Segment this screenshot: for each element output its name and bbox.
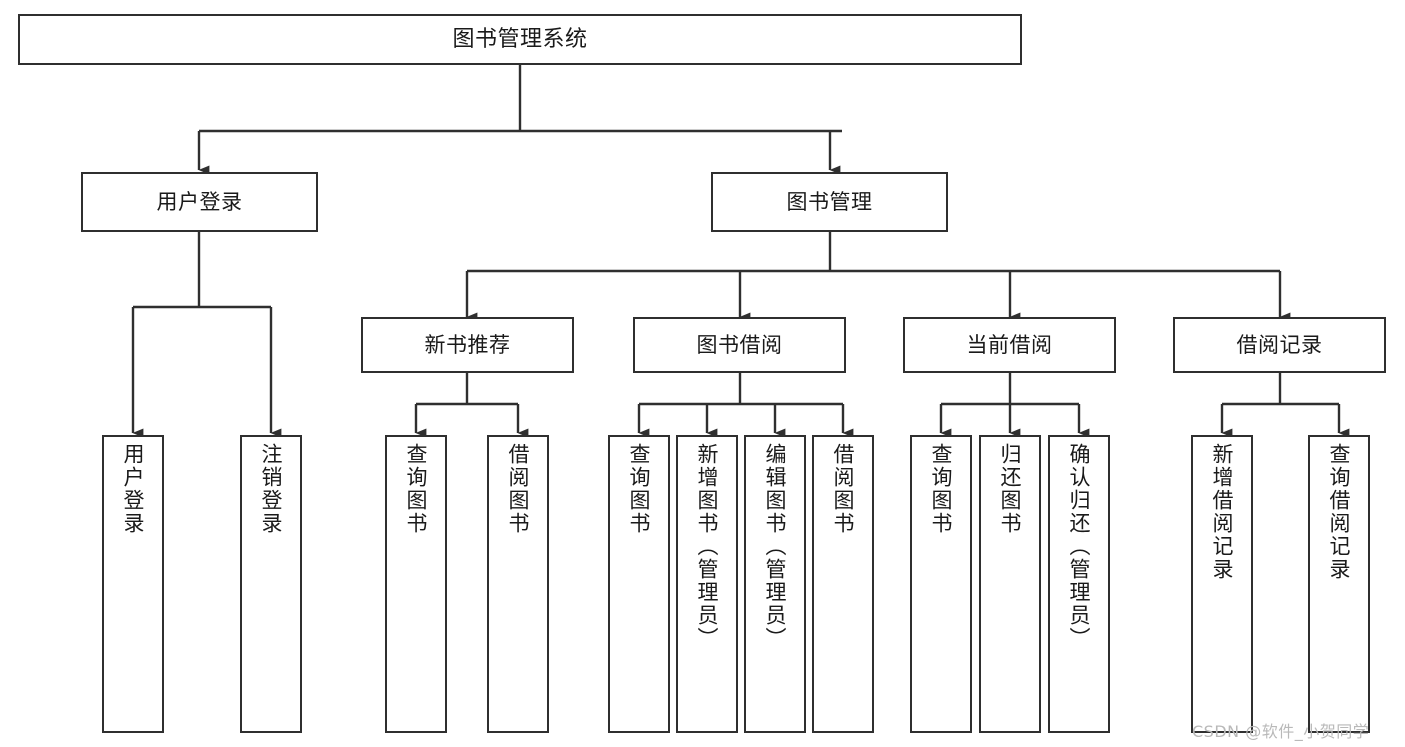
node-label: 查询借阅记录 [1327, 443, 1352, 581]
node-leaf-query-book-1[interactable]: 查询图书 [385, 435, 447, 733]
node-leaf-logout[interactable]: 注销登录 [240, 435, 302, 733]
node-leaf-query-book-2[interactable]: 查询图书 [608, 435, 670, 733]
csdn-watermark: CSDN @软件_小贺同学 [1192, 722, 1370, 741]
node-current-borrow[interactable]: 当前借阅 [903, 317, 1116, 373]
node-label: 用户登录 [121, 443, 146, 535]
node-leaf-edit-book[interactable]: 编辑图书（管理员） [744, 435, 806, 733]
node-label: 借阅图书 [831, 443, 856, 535]
node-book-borrow[interactable]: 图书借阅 [633, 317, 846, 373]
node-leaf-confirm-return[interactable]: 确认归还（管理员） [1048, 435, 1110, 733]
node-leaf-borrow-book-2[interactable]: 借阅图书 [812, 435, 874, 733]
node-label: 用户登录 [156, 189, 243, 214]
node-label: 借阅记录 [1236, 332, 1323, 357]
node-label: 图书借阅 [696, 332, 783, 357]
node-label: 新增借阅记录 [1210, 443, 1235, 581]
node-label: 图书管理系统 [452, 26, 588, 52]
node-leaf-add-book[interactable]: 新增图书（管理员） [676, 435, 738, 733]
node-leaf-borrow-book-1[interactable]: 借阅图书 [487, 435, 549, 733]
node-label: 注销登录 [259, 443, 284, 535]
node-root-system[interactable]: 图书管理系统 [18, 14, 1022, 65]
node-leaf-query-record[interactable]: 查询借阅记录 [1308, 435, 1370, 733]
node-leaf-query-book-3[interactable]: 查询图书 [910, 435, 972, 733]
node-label: 新增图书（管理员） [695, 443, 720, 650]
node-book-manage[interactable]: 图书管理 [711, 172, 948, 232]
node-label: 查询图书 [627, 443, 652, 535]
node-label: 图书管理 [786, 189, 873, 214]
node-leaf-add-record[interactable]: 新增借阅记录 [1191, 435, 1253, 733]
node-borrow-record[interactable]: 借阅记录 [1173, 317, 1386, 373]
node-label: 查询图书 [929, 443, 954, 535]
node-leaf-user-login[interactable]: 用户登录 [102, 435, 164, 733]
node-leaf-return-book[interactable]: 归还图书 [979, 435, 1041, 733]
node-label: 归还图书 [998, 443, 1023, 535]
node-new-book-recommend[interactable]: 新书推荐 [361, 317, 574, 373]
node-user-login[interactable]: 用户登录 [81, 172, 318, 232]
node-label: 查询图书 [404, 443, 429, 535]
node-label: 确认归还（管理员） [1067, 443, 1092, 650]
node-label: 新书推荐 [424, 332, 511, 357]
node-label: 当前借阅 [966, 332, 1053, 357]
node-label: 编辑图书（管理员） [763, 443, 788, 650]
node-label: 借阅图书 [506, 443, 531, 535]
